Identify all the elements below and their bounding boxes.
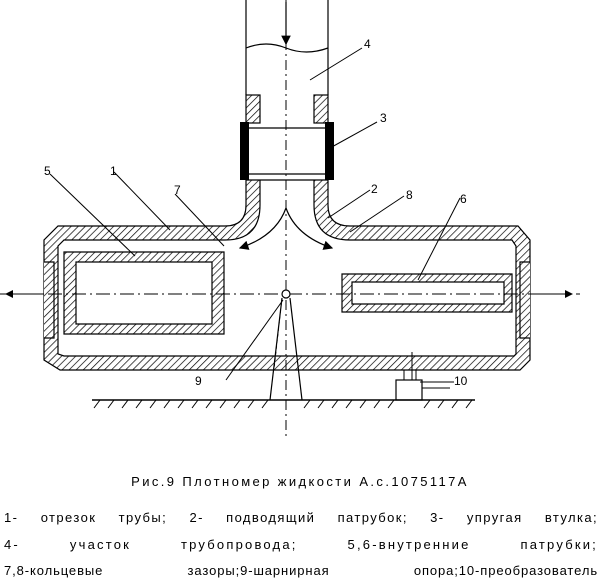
label-10: 10: [454, 374, 468, 388]
label-8: 8: [406, 188, 413, 202]
label-2: 2: [371, 182, 378, 196]
tube-body: [43, 179, 531, 371]
inner-nozzle-5: [63, 251, 225, 335]
figure-caption: Рис.9 Плотномер жидкости А.с.1075117А: [131, 474, 469, 489]
flow-arrows: [238, 207, 334, 250]
label-1: 1: [110, 164, 117, 178]
leader-lines: [49, 47, 461, 383]
axis-lines: [0, 0, 580, 440]
inner-nozzle-6: [341, 273, 513, 313]
transducer: [395, 352, 450, 401]
label-3: 3: [380, 111, 387, 125]
label-7: 7: [174, 183, 181, 197]
label-5: 5: [44, 164, 51, 178]
hinge-support: [269, 289, 303, 401]
legend-line-2: 4- участок трубопровода; 5,6-внутренние …: [4, 537, 598, 552]
label-4: 4: [364, 37, 371, 51]
pipeline-section: [245, 0, 329, 124]
label-9: 9: [195, 374, 202, 388]
ground-line: [92, 399, 475, 409]
legend-line-1: 1- отрезок трубы; 2- подводящий патрубок…: [4, 510, 598, 525]
elastic-sleeve: [240, 122, 334, 180]
densitometer-diagram: 4 3 2 8 6 5 1 7 9 10: [0, 0, 580, 440]
legend-line-3: 7,8-кольцевые зазоры;9-шарнирная опора;1…: [4, 563, 598, 578]
label-6: 6: [460, 192, 467, 206]
